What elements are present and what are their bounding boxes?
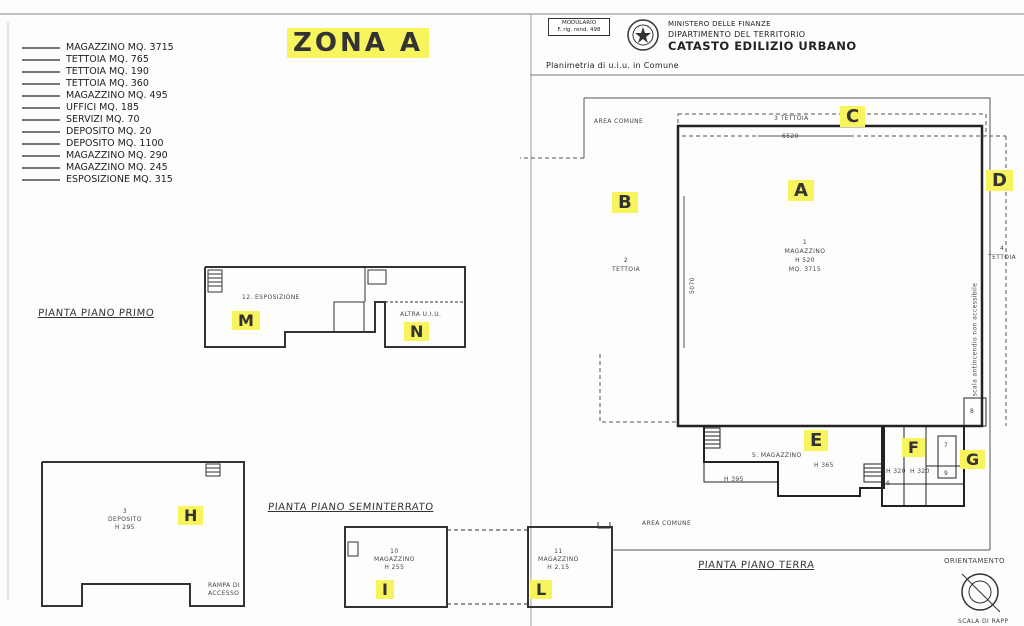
zone-label-c: C (840, 106, 866, 127)
dimension-label: 5070 (688, 277, 696, 294)
legend-item: TETTOIA MQ. 190 (8, 66, 208, 78)
legend-item: MAGAZZINO MQ. 245 (8, 162, 208, 174)
zone-label-e: E (804, 430, 829, 451)
zona-title: ZONA A (287, 28, 430, 58)
plan-piano-seminterrato (344, 522, 613, 608)
zone-label-h: H (178, 506, 204, 525)
plan-title-primo: PIANTA PIANO PRIMO (37, 308, 155, 319)
room-label: 3 TETTOIA (774, 115, 809, 122)
legend-item: DEPOSITO MQ. 20 (8, 126, 208, 138)
room-number: 7 (944, 442, 949, 449)
scala-label: SCALA DI RAPP (958, 618, 1009, 625)
room-number: 8 (970, 408, 975, 415)
legend-item: ESPOSIZIONE MQ. 315 (8, 174, 208, 186)
plan-piano-terra (520, 97, 1007, 551)
ministry-label: MINISTERO DELLE FINANZE (668, 20, 771, 28)
zone-label-a: A (788, 180, 814, 201)
rampa-label: RAMPA DI ACCESSO (208, 582, 241, 597)
room-label: H 320 (886, 468, 906, 475)
room-label: H 365 (814, 462, 834, 469)
zone-label-g: G (960, 450, 986, 469)
catasto-label: CATASTO EDILIZIO URBANO (668, 39, 857, 53)
plan-title-terra: PIANTA PIANO TERRA (697, 560, 815, 571)
zone-label-l: L (530, 580, 553, 599)
zone-label-d: D (986, 170, 1013, 191)
legend-item: TETTOIA MQ. 360 (8, 78, 208, 90)
legend-item: MAGAZZINO MQ. 495 (8, 90, 208, 102)
room-label: H 395 (724, 476, 744, 483)
zone-label-n: N (404, 322, 430, 341)
department-label: DIPARTIMENTO DEL TERRITORIO (668, 30, 806, 39)
room-label: ALTRA U.I.U. (400, 311, 442, 318)
legend-item: MAGAZZINO MQ. 290 (8, 150, 208, 162)
legend-item: TETTOIA MQ. 765 (8, 54, 208, 66)
room-label: 12. ESPOSIZIONE (242, 294, 300, 301)
room-label: AREA COMUNE (594, 118, 644, 125)
orientamento-label: ORIENTAMENTO (944, 557, 1005, 565)
planimetria-label: Planimetria di u.i.u. in Comune (546, 61, 679, 70)
legend-item: SERVIZI MQ. 70 (8, 114, 208, 126)
legend-item: MAGAZZINO MQ. 3715 (8, 42, 208, 54)
dimension-label: 6520 (782, 133, 799, 140)
zone-label-f: F (902, 438, 925, 457)
legend: MAGAZZINO MQ. 3715 TETTOIA MQ. 765 TETTO… (0, 40, 220, 190)
room-label: 5. MAGAZZINO (752, 452, 802, 459)
zone-label-m: M (232, 311, 260, 330)
room-label: H 320 (910, 468, 930, 475)
room-number: 6 (886, 480, 891, 487)
plan-title-seminterrato: PIANTA PIANO SEMINTERRATO (267, 502, 435, 513)
side-note: scala antincendio non accessibile (971, 282, 979, 397)
zone-label-b: B (612, 192, 638, 213)
legend-item: DEPOSITO MQ. 1100 (8, 138, 208, 150)
room-number: 9 (944, 470, 949, 477)
plan-piano-primo (204, 266, 466, 348)
legend-item: UFFICI MQ. 185 (8, 102, 208, 114)
republic-emblem-icon (627, 19, 659, 51)
room-label: AREA COMUNE (642, 520, 692, 527)
zone-label-i: I (376, 580, 394, 599)
plan-deposito-3 (41, 461, 245, 607)
modulario-stamp: MODULARIO F. rig. rend. 498 (548, 18, 610, 36)
compass-icon (961, 573, 1001, 613)
